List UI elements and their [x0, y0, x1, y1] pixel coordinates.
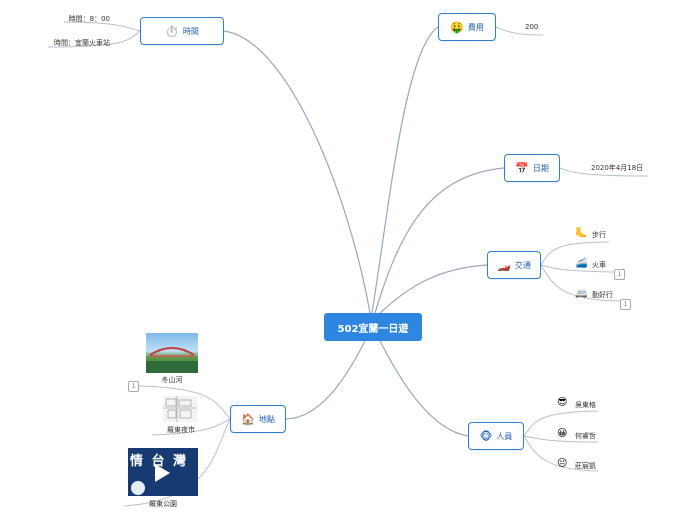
collapse-badge[interactable]: 1: [128, 381, 139, 392]
date-label: 日期: [532, 163, 549, 173]
transport-leaf[interactable]: 勤好行: [592, 291, 613, 299]
places-label: 地點: [258, 414, 275, 424]
calendar-icon: 📅: [515, 161, 529, 175]
places-node[interactable]: 🏠 地點: [230, 405, 286, 433]
cost-node[interactable]: 🤑 費用: [438, 13, 496, 41]
map-drawing: [163, 396, 197, 422]
people-leaf[interactable]: 何睿哲: [575, 432, 596, 440]
root-label: 502宜蘭一日遊: [337, 323, 409, 335]
bridge-drawing: [146, 347, 198, 373]
train-icon: 🚄: [575, 258, 588, 269]
transport-leaf[interactable]: 步行: [592, 231, 606, 239]
transport-node[interactable]: 🏎️ 交通: [487, 251, 541, 279]
money-mouth-face-icon: 🤑: [450, 20, 464, 34]
sunglasses-face-icon: 😎: [557, 397, 568, 408]
people-label: 人員: [496, 431, 513, 441]
time-leaf[interactable]: 時間：宜蘭火車站: [54, 39, 110, 47]
race-car-icon: 🏎️: [497, 258, 511, 272]
time-node[interactable]: ⏱️ 時間: [140, 17, 224, 45]
place-caption[interactable]: 羅東公園: [149, 500, 177, 508]
foot-icon: 🦶: [575, 228, 588, 239]
transport-leaf[interactable]: 火車: [592, 261, 606, 269]
people-leaf[interactable]: 吳東格: [575, 401, 596, 409]
date-leaf[interactable]: 2020年4月18日: [591, 164, 644, 172]
cost-leaf[interactable]: 200: [525, 23, 539, 31]
place-caption[interactable]: 冬山河: [161, 376, 183, 384]
cost-label: 費用: [467, 22, 484, 32]
thumbnail-drawing: [128, 448, 198, 496]
root-node[interactable]: 502宜蘭一日遊: [324, 313, 422, 341]
date-node[interactable]: 📅 日期: [504, 154, 560, 182]
bridge-photo[interactable]: [146, 333, 198, 373]
neutral-face-icon: 😐: [557, 458, 568, 469]
time-leaf[interactable]: 時間：8：00: [68, 15, 110, 23]
thumbnail-overlay-text: 情 台 灣: [130, 454, 189, 469]
house-icon: 🏠: [241, 412, 255, 426]
minibus-icon: 🚐: [575, 288, 588, 299]
collapse-badge[interactable]: 1: [614, 269, 625, 280]
people-leaf[interactable]: 莊宸凱: [575, 462, 596, 470]
place-caption[interactable]: 羅東夜市: [167, 426, 195, 434]
collapse-badge[interactable]: 1: [620, 299, 631, 310]
stopwatch-icon: ⏱️: [165, 24, 179, 38]
grinning-face-icon: 😀: [557, 428, 568, 439]
transport-label: 交通: [514, 260, 531, 270]
video-thumbnail[interactable]: 情 台 灣: [128, 448, 198, 496]
people-node[interactable]: 🐵 人員: [468, 422, 524, 450]
monkey-face-icon: 🐵: [479, 429, 493, 443]
map-sketch[interactable]: [163, 396, 197, 422]
time-label: 時間: [182, 26, 199, 36]
